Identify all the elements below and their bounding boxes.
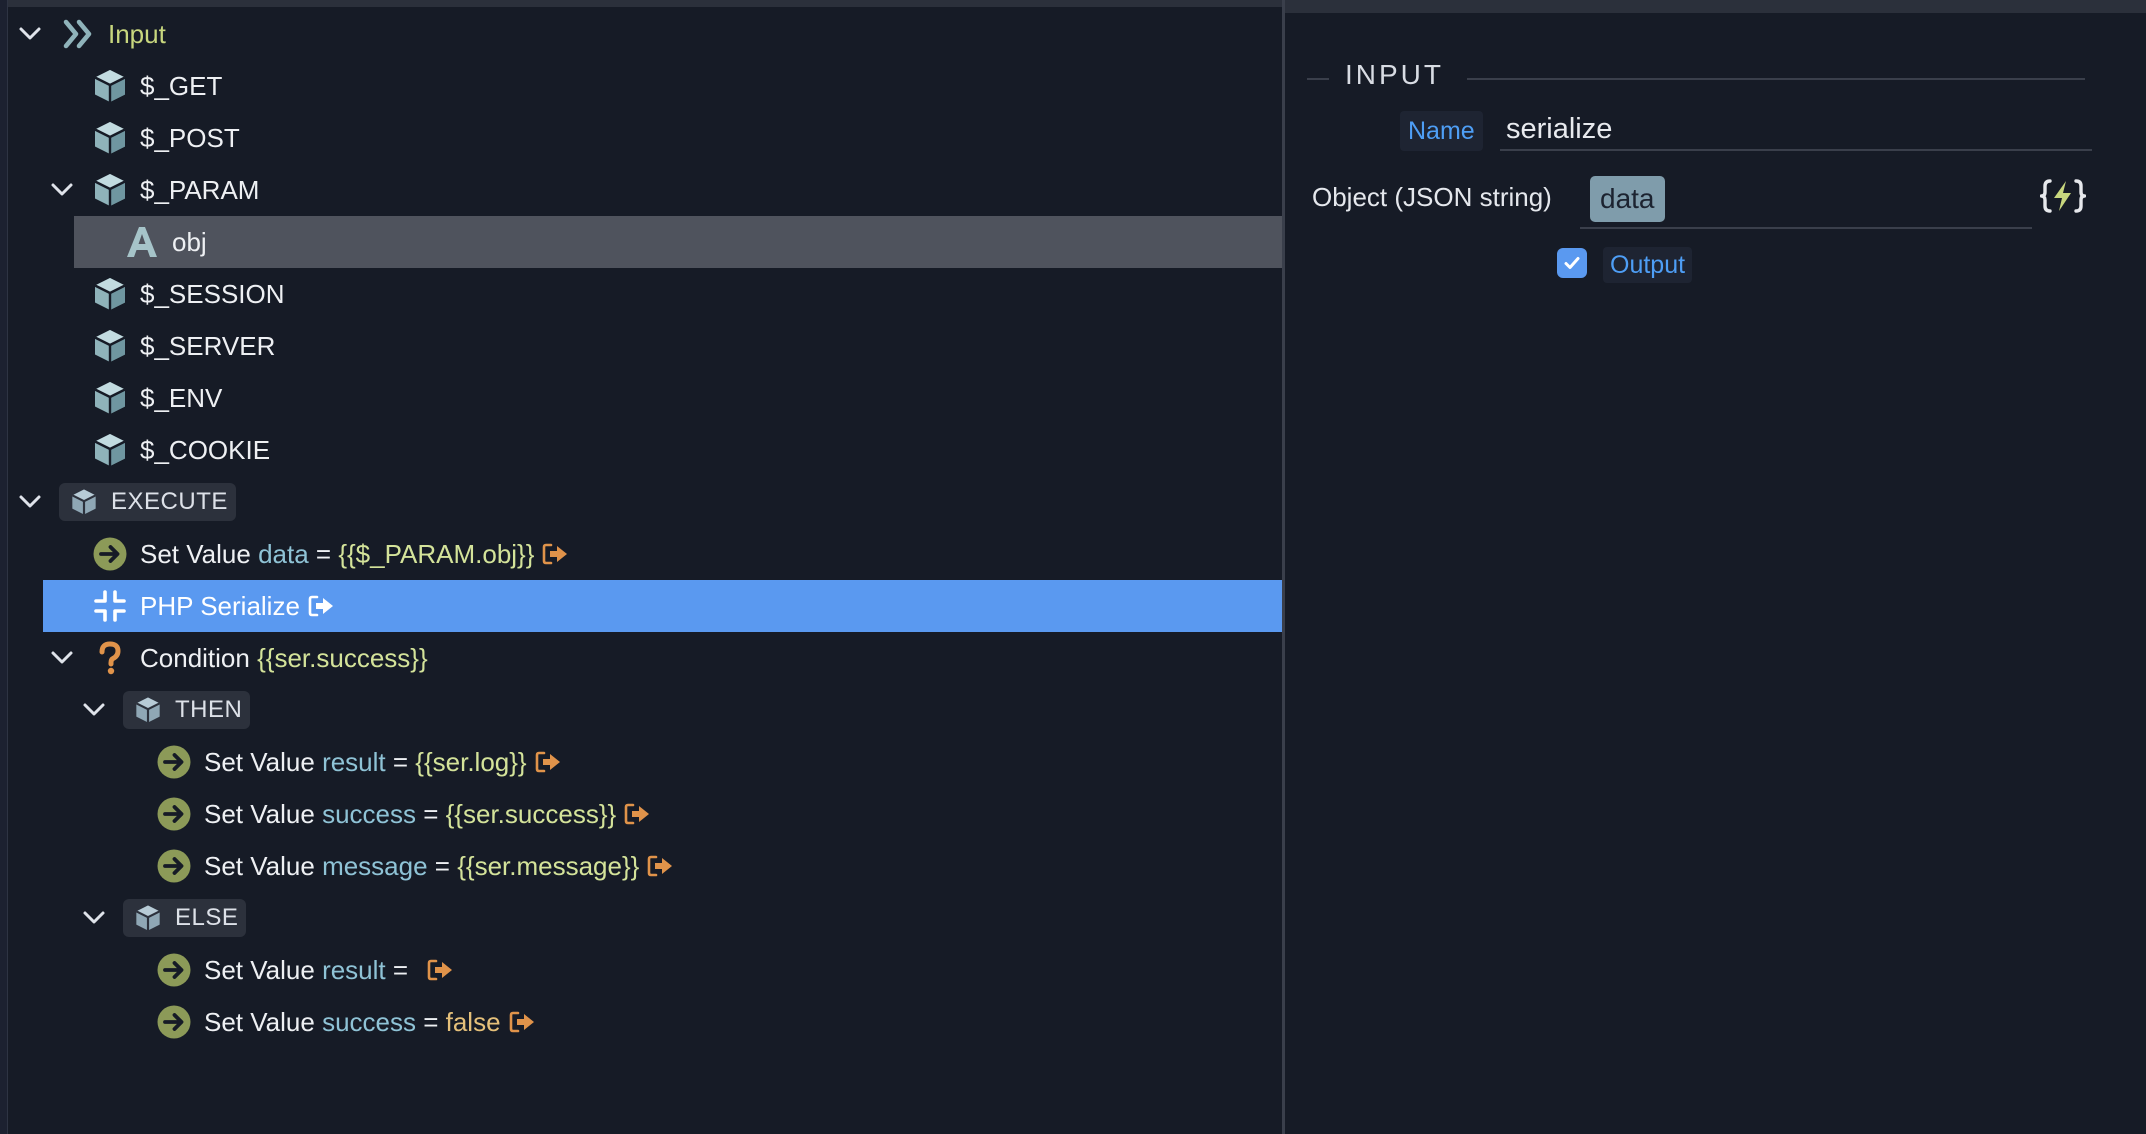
cube-icon [92, 172, 128, 208]
cube-icon [92, 328, 128, 364]
step-else-set-value-result[interactable]: Set Value result = [7, 944, 1282, 996]
step-label: Set Value message = {{ser.message}} [204, 840, 675, 892]
cube-icon [133, 695, 163, 725]
properties-panel: INPUT Name Object (JSON string) data Out… [1285, 13, 2146, 1134]
tree-node-server[interactable]: $_SERVER [7, 320, 1282, 372]
tree-node-label: $_POST [140, 123, 240, 153]
chevron-down-icon[interactable] [47, 643, 77, 673]
binding-chip[interactable]: data [1590, 176, 1665, 222]
question-icon [92, 640, 128, 676]
step-label: Set Value data = {{$_PARAM.obj}} [140, 528, 570, 580]
group-badge-else: ELSE [123, 899, 247, 937]
cube-icon [69, 487, 99, 517]
group-badge-execute: EXECUTE [59, 483, 236, 521]
tree-node-label: Input [108, 19, 166, 49]
exit-icon [427, 958, 455, 982]
tree-node-label: $_COOKIE [140, 435, 271, 465]
action-tree: Input $_GET $_POST $_PARAM obj [7, 7, 1282, 1134]
exit-icon [535, 750, 563, 774]
output-checkbox[interactable] [1557, 248, 1587, 278]
cube-icon [92, 68, 128, 104]
tree-node-cookie[interactable]: $_COOKIE [7, 424, 1282, 476]
step-condition[interactable]: Condition {{ser.success}} [7, 632, 1282, 684]
row-highlight [74, 216, 1282, 268]
name-label: Name [1400, 111, 1483, 151]
arrow-circle-icon [156, 848, 192, 884]
row-selection [43, 580, 1282, 632]
tree-node-param[interactable]: $_PARAM [7, 164, 1282, 216]
chevron-down-icon[interactable] [79, 695, 109, 725]
arrow-circle-icon [156, 744, 192, 780]
tree-node-label: $_SERVER [140, 331, 276, 361]
fieldset-divider [1307, 78, 1329, 80]
step-label: Set Value success = {{ser.success}} [204, 788, 652, 840]
tree-node-obj[interactable]: obj [7, 216, 1282, 268]
object-input[interactable]: data [1580, 171, 2032, 229]
exit-icon [542, 542, 570, 566]
output-label[interactable]: Output [1603, 247, 1693, 283]
tree-node-label: $_ENV [140, 383, 223, 413]
tree-node-env[interactable]: $_ENV [7, 372, 1282, 424]
tree-node-execute[interactable]: EXECUTE [7, 476, 1282, 528]
chevron-down-icon[interactable] [15, 487, 45, 517]
tree-node-label: $_PARAM [140, 175, 260, 205]
arrow-circle-icon [156, 796, 192, 832]
name-input[interactable] [1500, 109, 2092, 151]
arrow-circle-icon [92, 536, 128, 572]
object-label: Object (JSON string) [1312, 182, 1552, 212]
text-a-icon [124, 224, 160, 260]
tree-top-bar [0, 0, 1282, 7]
cube-icon [92, 276, 128, 312]
cube-icon [133, 903, 163, 933]
step-label: Set Value result = {{ser.log}} [204, 736, 563, 788]
tree-node-then[interactable]: THEN [7, 684, 1282, 736]
tree-node-input[interactable]: Input [7, 8, 1282, 60]
fieldset-divider [1467, 78, 2085, 80]
left-gutter [0, 0, 8, 1134]
group-badge-then: THEN [123, 691, 251, 729]
tree-node-get[interactable]: $_GET [7, 60, 1282, 112]
tree-node-label: $_SESSION [140, 279, 285, 309]
exit-icon [647, 854, 675, 878]
chevron-down-icon[interactable] [79, 903, 109, 933]
arrow-circle-icon [156, 1004, 192, 1040]
compress-icon [92, 588, 128, 624]
panel-top-bar [1285, 0, 2146, 13]
cube-icon [92, 120, 128, 156]
step-label: Condition {{ser.success}} [140, 643, 428, 673]
arrow-circle-icon [156, 952, 192, 988]
tree-node-post[interactable]: $_POST [7, 112, 1282, 164]
step-set-value-message[interactable]: Set Value message = {{ser.message}} [7, 840, 1282, 892]
panel-splitter[interactable] [1282, 0, 1285, 1134]
tree-node-label: obj [172, 227, 207, 257]
exit-icon [509, 1010, 537, 1034]
chevron-down-icon[interactable] [15, 19, 45, 49]
step-set-value-result[interactable]: Set Value result = {{ser.log}} [7, 736, 1282, 788]
lightning-braces-icon[interactable] [2039, 175, 2087, 217]
step-php-serialize[interactable]: PHP Serialize [7, 580, 1282, 632]
step-else-set-value-success[interactable]: Set Value success = false [7, 996, 1282, 1048]
tree-node-label: $_GET [140, 71, 223, 101]
double-chevron-icon [61, 16, 97, 52]
check-icon [1564, 257, 1580, 269]
step-set-value-data[interactable]: Set Value data = {{$_PARAM.obj}} [7, 528, 1282, 580]
step-label: PHP Serialize [140, 580, 336, 632]
tree-node-session[interactable]: $_SESSION [7, 268, 1282, 320]
cube-icon [92, 432, 128, 468]
step-set-value-success[interactable]: Set Value success = {{ser.success}} [7, 788, 1282, 840]
chevron-down-icon[interactable] [47, 175, 77, 205]
cube-icon [92, 380, 128, 416]
tree-node-else[interactable]: ELSE [7, 892, 1282, 944]
step-label: Set Value result = [204, 944, 455, 996]
step-label: Set Value success = false [204, 996, 537, 1048]
section-title: INPUT [1345, 59, 1444, 90]
exit-icon [308, 594, 336, 618]
exit-icon [624, 802, 652, 826]
